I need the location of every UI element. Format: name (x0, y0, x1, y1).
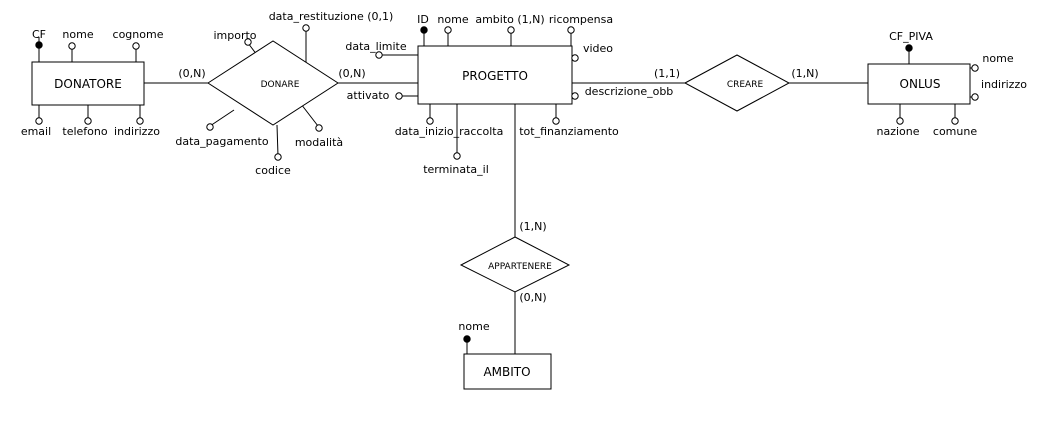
attributes-donatore: CF nome cognome email telefono indirizzo (21, 28, 164, 138)
attribute-marker (206, 123, 214, 131)
attr-progetto-data-limite: data_limite (345, 40, 406, 53)
attribute-marker (375, 51, 383, 59)
entity-box-onlus (867, 63, 971, 105)
relationship-label-donare: DONARE (261, 80, 300, 90)
attribute-marker (971, 64, 979, 72)
key-attribute-marker (35, 41, 43, 49)
relationship-appartenere[interactable]: APPARTENERE (459, 236, 571, 293)
cardinality-donatore-donare: (0,N) (178, 67, 205, 80)
attr-donare-modalita: modalità (295, 136, 343, 149)
attr-donare-importo: importo (213, 29, 256, 42)
attribute-marker (951, 117, 959, 125)
attribute-marker (453, 152, 461, 160)
attr-onlus-cf-piva: CF_PIVA (889, 30, 933, 43)
attribute-marker (274, 153, 282, 161)
cardinality-progetto-appartenere: (1,N) (519, 220, 546, 233)
attribute-marker (571, 92, 579, 100)
attribute-marker (571, 54, 579, 62)
attribute-marker (68, 42, 76, 50)
attribute-marker (426, 117, 434, 125)
attr-onlus-nazione: nazione (876, 125, 919, 138)
attr-ambito-nome: nome (458, 320, 489, 333)
attr-donatore-email: email (21, 125, 51, 138)
entity-box-progetto (417, 45, 573, 105)
attribute-marker (84, 117, 92, 125)
connections (144, 82, 868, 354)
attr-onlus-nome: nome (982, 52, 1013, 65)
attr-progetto-id: ID (417, 13, 429, 26)
entity-box-ambito (463, 353, 552, 390)
cardinality-onlus-creare: (1,N) (791, 67, 818, 80)
attribute-marker (35, 117, 43, 125)
attr-progetto-data-inizio-raccolta: data_inizio_raccolta (395, 125, 504, 138)
attr-progetto-terminata-il: terminata_il (423, 163, 489, 176)
attr-donare-data-restituzione: data_restituzione (0,1) (269, 10, 394, 23)
attribute-marker (444, 26, 452, 34)
attr-progetto-nome: nome (437, 13, 468, 26)
attributes-donare: importo data_restituzione (0,1) data_pag… (175, 10, 393, 177)
relationship-creare[interactable]: CREARE (683, 54, 791, 112)
attr-progetto-tot-finanziamento: tot_finanziamento (519, 125, 619, 138)
attr-progetto-video: video (583, 42, 613, 55)
attribute-marker (395, 92, 403, 100)
attributes-onlus: CF_PIVA nome indirizzo nazione comune (876, 30, 1027, 138)
attributes-progetto: ID nome ambito (1,N) ricompensa data_lim… (345, 13, 673, 176)
key-attribute-marker (420, 26, 428, 34)
attr-progetto-descrizione-obb: descrizione_obb (585, 85, 674, 98)
attribute-marker (302, 24, 310, 32)
key-attribute-marker (905, 44, 913, 52)
relationship-diamond-appartenere (459, 236, 571, 293)
attributes-ambito: nome (458, 320, 490, 343)
relationship-diamond-donare (207, 40, 339, 126)
entity-label-progetto: PROGETTO (462, 69, 528, 83)
attr-onlus-indirizzo: indirizzo (981, 78, 1027, 91)
entity-box-donatore (31, 61, 145, 106)
entity-label-ambito: AMBITO (483, 365, 530, 379)
relationship-diamond-creare (683, 54, 791, 112)
cardinality-ambito-appartenere: (0,N) (519, 291, 546, 304)
attribute-marker (552, 117, 560, 125)
attr-donatore-indirizzo: indirizzo (114, 125, 160, 138)
attribute-marker (132, 42, 140, 50)
entity-label-donatore: DONATORE (54, 77, 122, 91)
attr-progetto-ricompensa: ricompensa (549, 13, 613, 26)
attr-donatore-nome: nome (62, 28, 93, 41)
entity-label-onlus: ONLUS (900, 77, 941, 91)
attr-progetto-attivato: attivato (347, 89, 390, 102)
attr-donatore-telefono: telefono (62, 125, 107, 138)
attr-donatore-cf: CF (32, 28, 46, 41)
entity-progetto[interactable]: PROGETTO (379, 30, 575, 155)
cardinality-progetto-donare: (0,N) (338, 67, 365, 80)
entity-ambito[interactable]: AMBITO (463, 339, 552, 390)
attr-donatore-cognome: cognome (113, 28, 164, 41)
attribute-marker (244, 38, 252, 46)
attr-donare-codice: codice (255, 164, 291, 177)
attribute-marker (896, 117, 904, 125)
relationship-label-creare: CREARE (727, 80, 764, 90)
attr-progetto-ambito: ambito (1,N) (475, 13, 544, 26)
relationship-label-appartenere: APPARTENERE (488, 262, 552, 272)
cardinalities: (0,N) (0,N) (1,1) (1,N) (1,N) (0,N) (178, 67, 818, 304)
cardinality-progetto-creare: (1,1) (654, 67, 680, 80)
attribute-marker (136, 117, 144, 125)
attribute-marker (567, 26, 575, 34)
attr-onlus-comune: comune (933, 125, 977, 138)
entity-onlus[interactable]: ONLUS (867, 48, 975, 120)
attribute-marker (507, 26, 515, 34)
entity-donatore[interactable]: DONATORE (31, 37, 145, 121)
key-attribute-marker (463, 335, 471, 343)
relationship-donare[interactable]: DONARE (207, 28, 339, 157)
attribute-marker (315, 124, 323, 132)
attr-donare-data-pagamento: data_pagamento (175, 135, 268, 148)
attribute-marker (971, 93, 979, 101)
